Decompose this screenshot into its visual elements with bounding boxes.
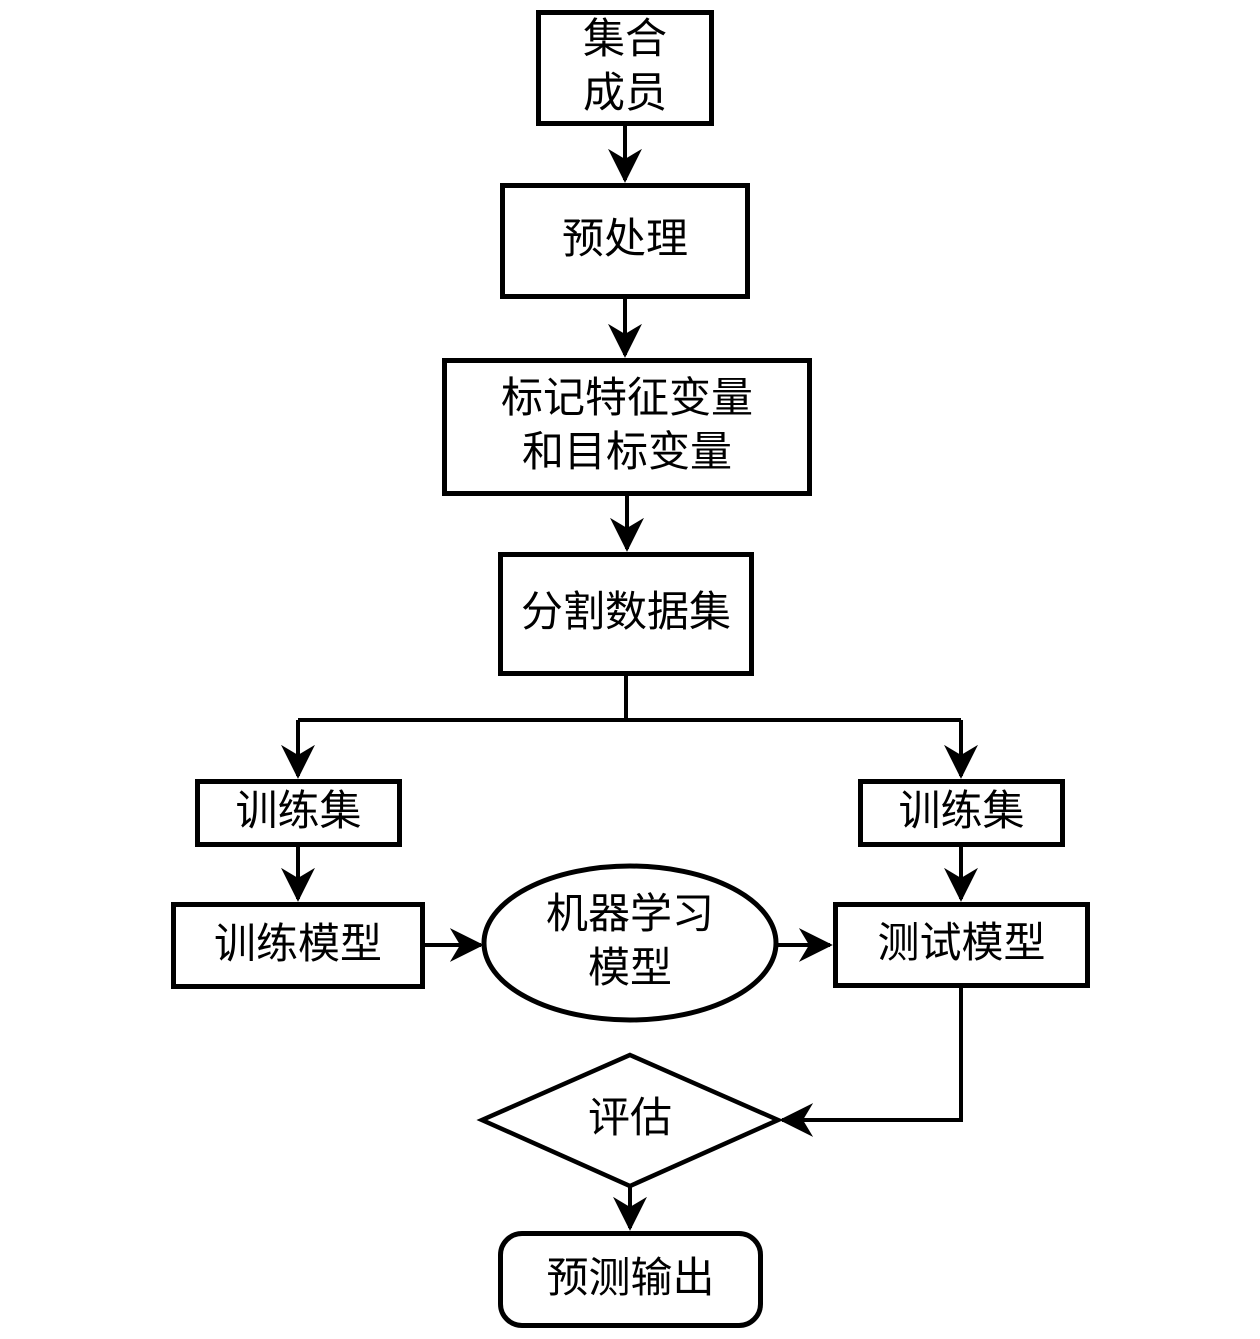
- node-mark-variables: 标记特征变量 和目标变量: [442, 358, 812, 496]
- evaluate-diamond: [476, 1052, 784, 1189]
- node-train-set-right: 训练集: [858, 779, 1065, 847]
- node-predict-output: 预测输出: [498, 1231, 763, 1328]
- node-split-dataset: 分割数据集: [498, 552, 754, 676]
- node-split-dataset-label: 分割数据集: [520, 590, 731, 637]
- node-train-model: 训练模型: [171, 902, 425, 989]
- node-test-model: 测试模型: [833, 902, 1090, 988]
- node-test-model-label: 测试模型: [877, 921, 1046, 968]
- node-train-set-left: 训练集: [195, 779, 402, 847]
- node-member-set: 集合 成员: [536, 10, 714, 126]
- node-predict-output-label: 预测输出: [546, 1255, 715, 1302]
- node-member-set-label: 集合 成员: [582, 17, 667, 117]
- node-preprocess: 预处理: [500, 183, 750, 299]
- node-train-model-label: 训练模型: [213, 921, 382, 968]
- edge-testmodel-evaluate: [779, 988, 963, 1137]
- node-train-set-right-label: 训练集: [898, 789, 1025, 836]
- node-preprocess-label: 预处理: [561, 217, 688, 264]
- node-train-set-left-label: 训练集: [235, 789, 362, 836]
- ml-model-ellipse: [481, 863, 779, 1023]
- node-mark-variables-label: 标记特征变量 和目标变量: [500, 376, 753, 476]
